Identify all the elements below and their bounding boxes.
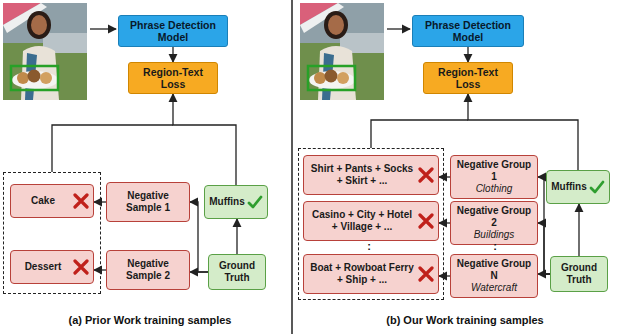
node-label: Ground Truth	[213, 260, 261, 284]
node-label: Region-Text Loss	[428, 66, 508, 90]
ground-truth: Ground Truth	[208, 254, 266, 290]
node-subtitle: Clothing	[476, 183, 513, 195]
negative-phrase: Boat + Rowboat Ferry + Ship + ...	[303, 254, 439, 294]
negative-phrase: Dessert	[10, 250, 94, 284]
flow-arrow	[538, 223, 550, 274]
bracket-leader	[371, 120, 468, 148]
node-text-group: Phrase Detection Model	[417, 19, 519, 43]
node-label: Casino + City + Hotel + Village + ...	[308, 209, 416, 233]
node-text-group: Negative Sample 1	[111, 190, 185, 214]
node-label: Negative Sample 2	[111, 258, 185, 282]
flow-arrow	[439, 275, 450, 276]
node-text-group: Shirt + Pants + Socks + Skirt + ...	[308, 163, 416, 187]
node-text-group: Ground Truth	[213, 260, 261, 284]
cross-mark	[418, 167, 434, 183]
check-mark	[589, 179, 605, 195]
node-text-group: Negative Group 2Buildings	[455, 205, 533, 241]
panel-caption: (a) Prior Work training samples	[20, 314, 280, 327]
cross-mark	[418, 266, 434, 282]
flow-arrow	[173, 94, 236, 185]
negative-sample: Negative Sample 1	[106, 182, 190, 222]
flow-arrow	[439, 222, 450, 223]
model-box: Phrase Detection Model	[412, 15, 524, 47]
negative-phrase: Shirt + Pants + Socks + Skirt + ...	[303, 155, 439, 195]
flow-arrow	[236, 219, 237, 254]
node-text-group: Ground Truth	[555, 262, 603, 286]
node-label: Phrase Detection Model	[123, 19, 223, 43]
ground-truth: Ground Truth	[550, 256, 608, 292]
node-label: Negative Group 2	[455, 205, 533, 229]
negative-group: Negative Group 1Clothing	[450, 155, 538, 199]
node-subtitle: Watercraft	[471, 282, 517, 294]
node-label: Negative Group 1	[455, 159, 533, 183]
node-text-group: Casino + City + Hotel + Village + ...	[308, 209, 416, 233]
node-subtitle: Buildings	[474, 229, 515, 241]
node-text-group: Negative Sample 2	[111, 258, 185, 282]
flow-arrow	[467, 47, 468, 62]
panel-caption: (b) Our Work training samples	[330, 314, 600, 327]
flow-arrow	[172, 47, 173, 62]
negative-group: Negative Group 2Buildings	[450, 201, 538, 245]
node-label: Cake	[31, 195, 55, 207]
node-label: Muffins	[209, 196, 245, 208]
node-text-group: Negative Group 1Clothing	[455, 159, 533, 195]
cross-mark	[73, 193, 89, 209]
positive-phrase: Muffins	[546, 170, 610, 204]
node-label: Region-Text Loss	[133, 66, 213, 90]
flow-arrow	[94, 269, 106, 270]
check-mark	[247, 194, 263, 210]
flow-arrow	[578, 204, 579, 256]
model-box: Phrase Detection Model	[118, 15, 228, 47]
node-label: Muffins	[551, 181, 587, 193]
node-label: Negative Group N	[455, 258, 533, 282]
flow-arrow	[538, 273, 550, 274]
loss-box: Region-Text Loss	[423, 62, 513, 94]
ellipsis-mark: :	[488, 240, 502, 253]
negative-phrase: Casino + City + Hotel + Village + ...	[303, 201, 439, 241]
positive-phrase: Muffins	[204, 185, 268, 219]
loss-box: Region-Text Loss	[128, 62, 218, 94]
node-label: Negative Sample 1	[111, 190, 185, 214]
bracket-leader	[52, 125, 173, 172]
flow-arrow	[94, 201, 106, 202]
node-text-group: Phrase Detection Model	[123, 19, 223, 43]
flow-arrow	[439, 176, 450, 177]
negative-sample: Negative Sample 2	[106, 250, 190, 290]
node-text-group: Negative Group NWatercraft	[455, 258, 533, 294]
node-label: Ground Truth	[555, 262, 603, 286]
node-label: Dessert	[25, 261, 62, 273]
flow-arrow	[190, 271, 208, 272]
node-text-group: Region-Text Loss	[133, 66, 213, 90]
node-label: Shirt + Pants + Socks + Skirt + ...	[308, 163, 416, 187]
negative-phrase: Cake	[10, 184, 94, 218]
node-text-group: Muffins	[551, 181, 587, 193]
cross-mark	[418, 213, 434, 229]
node-label: Phrase Detection Model	[417, 19, 519, 43]
node-text-group: Boat + Rowboat Ferry + Ship + ...	[308, 262, 416, 286]
node-text-group: Muffins	[209, 196, 245, 208]
cross-mark	[73, 259, 89, 275]
node-text-group: Dessert	[15, 261, 71, 273]
ellipsis-mark: :	[362, 240, 376, 253]
node-label: Boat + Rowboat Ferry + Ship + ...	[308, 262, 416, 286]
negative-group: Negative Group NWatercraft	[450, 254, 538, 298]
node-text-group: Cake	[15, 195, 71, 207]
node-text-group: Region-Text Loss	[428, 66, 508, 90]
